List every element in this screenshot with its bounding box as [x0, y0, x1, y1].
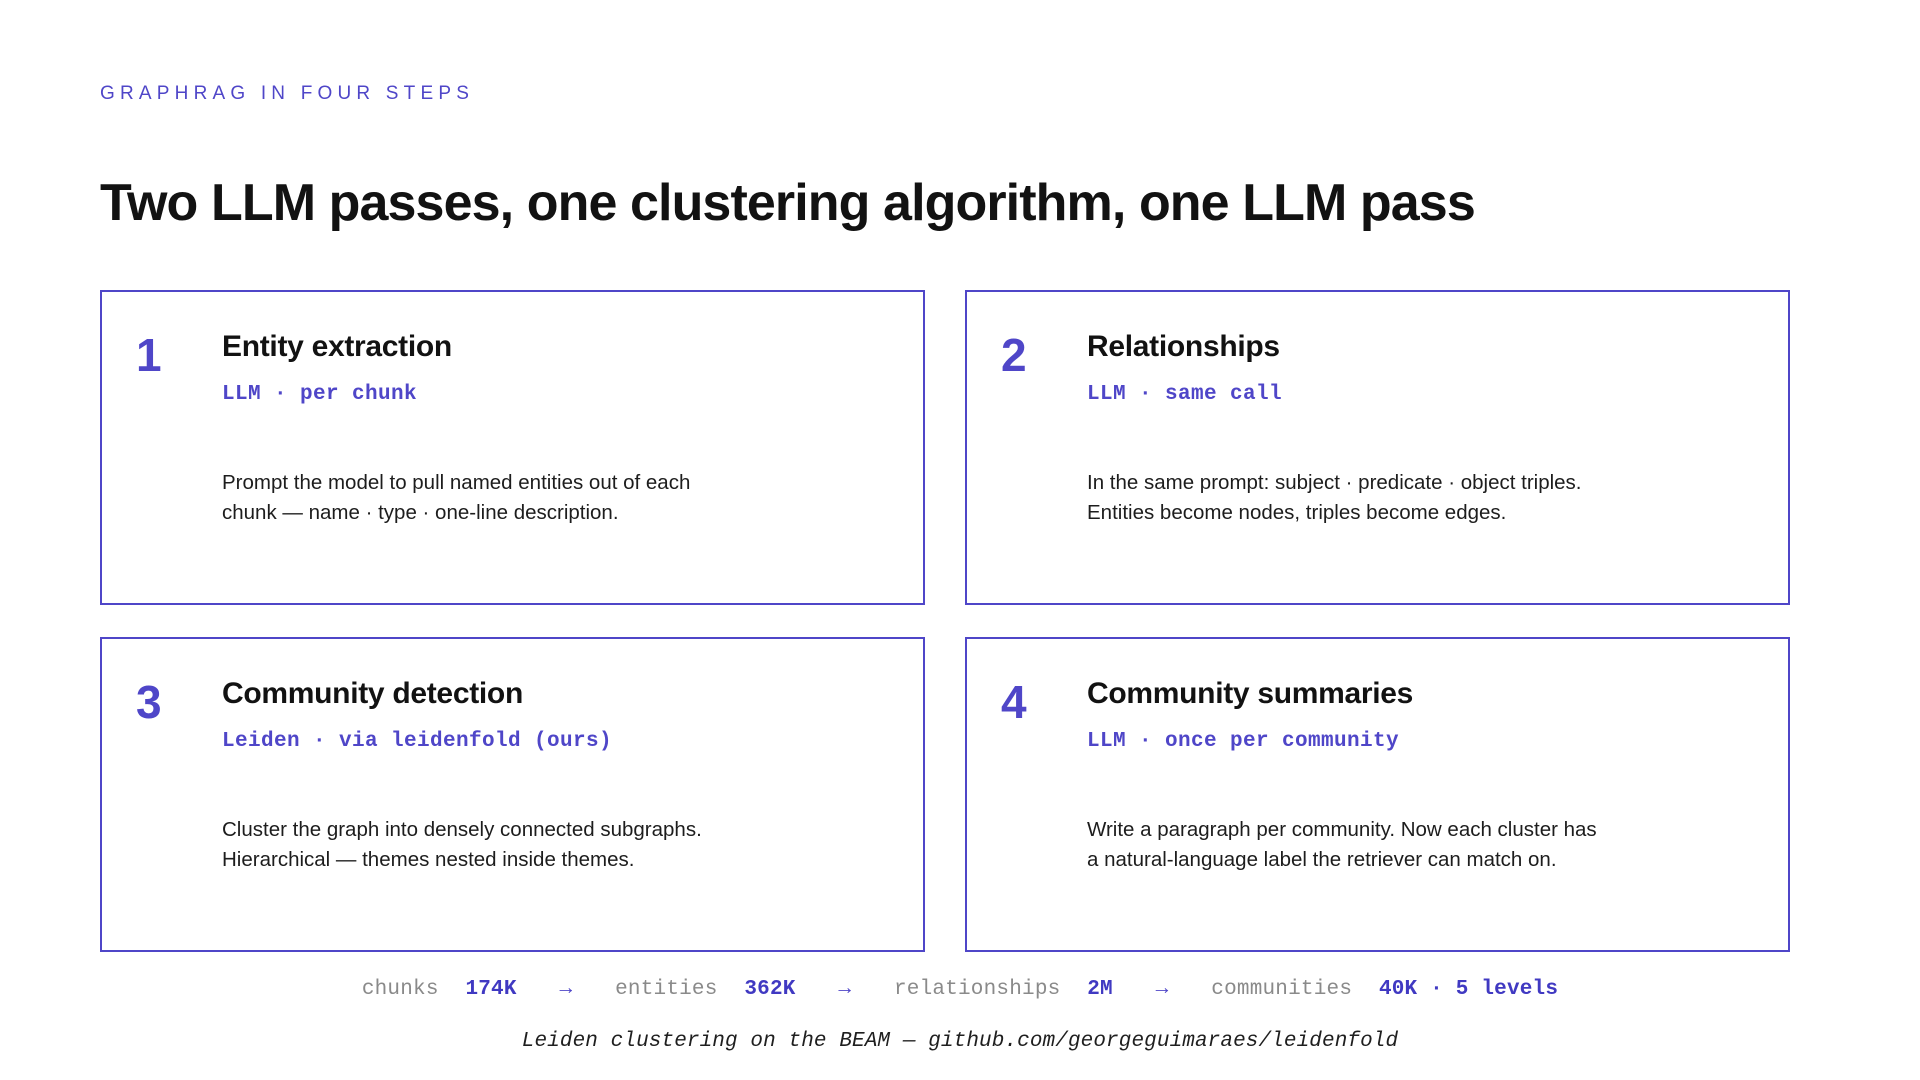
step-description: In the same prompt: subject · predicate …: [1087, 468, 1744, 529]
footer-caption: Leiden clustering on the BEAM — github.c…: [521, 1030, 1399, 1053]
stat-label-chunks: chunks: [361, 978, 439, 1001]
step-meta: Leiden · via leidenfold (ours): [222, 730, 613, 753]
step-card-4: 4 Community summaries LLM · once per com…: [965, 637, 1790, 952]
pipeline-stats: chunks 174K → entities 362K → relationsh…: [0, 978, 1920, 1001]
steps-grid: 1 Entity extraction LLM · per chunk Prom…: [100, 290, 1790, 952]
step-meta: LLM · per chunk: [222, 383, 418, 406]
stat-label-relationships: relationships: [894, 978, 1061, 1001]
step-content: Relationships LLM · same call In the sam…: [1087, 330, 1744, 603]
stat-value-relationships: 2M: [1087, 978, 1113, 1001]
step-description-line: Prompt the model to pull named entities …: [222, 471, 691, 494]
step-number: 2: [1001, 329, 1027, 381]
arrow-icon: →: [1155, 978, 1169, 1001]
stat-label-communities: communities: [1211, 978, 1353, 1001]
step-number: 4: [1001, 676, 1027, 728]
step-card-3: 3 Community detection Leiden · via leide…: [100, 637, 925, 952]
step-title: Community summaries: [1087, 677, 1414, 710]
page-title: Two LLM passes, one clustering algorithm…: [100, 173, 1476, 232]
step-title: Community detection: [222, 677, 523, 710]
step-card-2: 2 Relationships LLM · same call In the s…: [965, 290, 1790, 605]
step-description-line: chunk — name · type · one-line descripti…: [222, 501, 619, 525]
step-description-line: In the same prompt: subject · predicate …: [1087, 471, 1582, 494]
arrow-icon: →: [838, 978, 852, 1001]
stat-value-entities: 362K: [744, 978, 796, 1001]
stat-value-communities: 40K · 5 levels: [1378, 978, 1559, 1001]
step-description-line: Cluster the graph into densely connected…: [222, 818, 702, 841]
stat-label-entities: entities: [615, 978, 718, 1001]
arrow-icon: →: [559, 978, 573, 1001]
step-description-line: Entities become nodes, triples become ed…: [1087, 501, 1507, 525]
stat-value-chunks: 174K: [465, 978, 517, 1001]
step-title: Relationships: [1087, 330, 1280, 363]
eyebrow-label: GRAPHRAG IN FOUR STEPS: [100, 83, 475, 104]
step-content: Entity extraction LLM · per chunk Prompt…: [222, 330, 879, 603]
step-description-line: Write a paragraph per community. Now eac…: [1087, 818, 1597, 841]
step-content: Community detection Leiden · via leidenf…: [222, 677, 879, 950]
step-description: Cluster the graph into densely connected…: [222, 815, 879, 876]
step-content: Community summaries LLM · once per commu…: [1087, 677, 1744, 950]
step-description: Prompt the model to pull named entities …: [222, 468, 879, 529]
step-description-line: Hierarchical — themes nested inside them…: [222, 848, 635, 872]
step-number: 1: [136, 329, 162, 381]
step-description-line: a natural-language label the retriever c…: [1087, 848, 1557, 872]
step-number: 3: [136, 676, 162, 728]
step-meta: LLM · once per community: [1087, 730, 1400, 753]
step-card-1: 1 Entity extraction LLM · per chunk Prom…: [100, 290, 925, 605]
step-meta: LLM · same call: [1087, 383, 1283, 406]
step-title: Entity extraction: [222, 330, 452, 363]
step-description: Write a paragraph per community. Now eac…: [1087, 815, 1744, 876]
